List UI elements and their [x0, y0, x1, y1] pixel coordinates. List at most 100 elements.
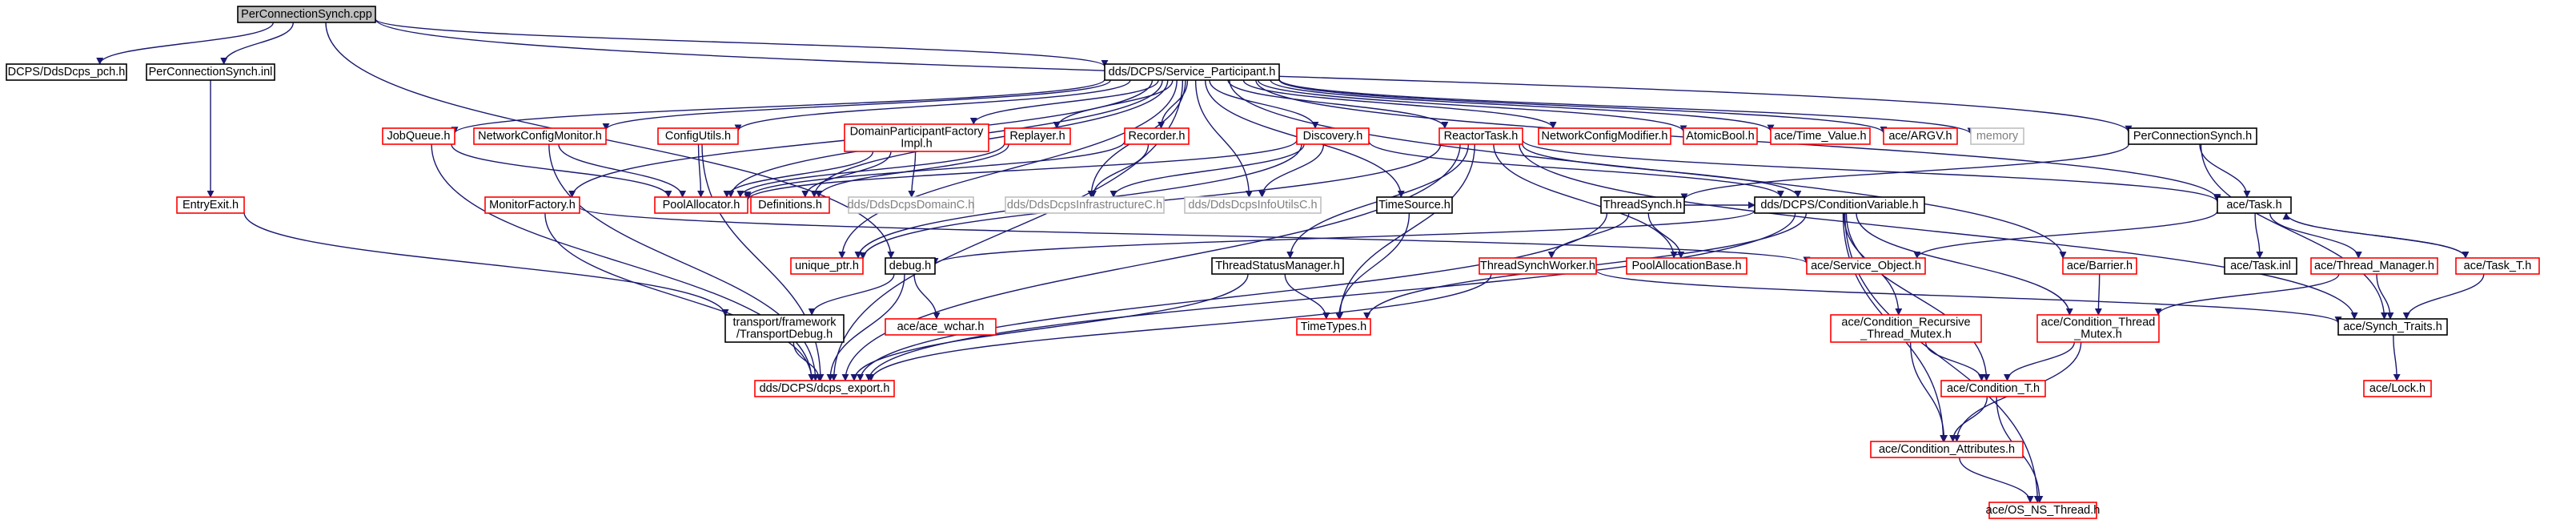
node-unique_ptr[interactable]: unique_ptr.h	[790, 257, 864, 275]
node-replayer[interactable]: Replayer.h	[1004, 127, 1071, 145]
edge-ace_task_t-to-ace_synch_traits	[2402, 273, 2485, 320]
node-monitorfactory[interactable]: MonitorFactory.h	[484, 196, 580, 214]
node-atomicbool[interactable]: AtomicBool.h	[1683, 127, 1758, 145]
node-ace_barrier[interactable]: ace/Barrier.h	[2062, 257, 2137, 275]
node-ace_synch_traits[interactable]: ace/Synch_Traits.h	[2337, 318, 2448, 336]
node-label-ace_condition_t: ace/Condition_T.h	[1947, 382, 2040, 395]
node-label-transportdebug-line-2: /TransportDebug.h	[736, 328, 833, 341]
node-box-ace_task_t	[2455, 257, 2540, 275]
edge-condvar-to-ace_condition_t	[1845, 212, 1991, 381]
node-ace_cond_thread_mutex[interactable]: ace/Condition_Thread_Mutex.h	[2036, 314, 2160, 343]
node-label-ace_os_ns_thread: ace/OS_NS_Thread.h	[1986, 504, 2101, 517]
node-label-ace_argv: ace/ARGV.h	[1888, 130, 1952, 143]
edge-ace_task-to-ace_service_object	[1913, 210, 2218, 259]
node-ace_task[interactable]: ace/Task.h	[2217, 196, 2292, 214]
node-dcps_pch[interactable]: DCPS/DdsDcps_pch.h	[6, 63, 127, 81]
node-netconfigmonitor[interactable]: NetworkConfigMonitor.h	[473, 127, 607, 145]
edge-entryexit-to-transportdebug	[243, 212, 729, 316]
node-timesource[interactable]: TimeSource.h	[1376, 196, 1453, 214]
node-poolallocationbase[interactable]: PoolAllocationBase.h	[1626, 257, 1747, 275]
edge-threadsynch-to-dcps_export	[857, 212, 1608, 381]
edge-service_participant-to-replayer	[1053, 79, 1174, 129]
edge-discovery-to-poolallocator	[744, 139, 1298, 201]
node-root[interactable]: PerConnectionSynch.cpp	[237, 6, 376, 23]
node-ace_cond_rec_mutex[interactable]: ace/Condition_Recursive_Thread_Mutex.h	[1830, 314, 1982, 343]
node-label-dcps_pch: DCPS/DdsDcps_pch.h	[8, 66, 126, 79]
node-box-ace_condition_t	[1940, 380, 2046, 397]
node-label-dpfimpl-line-1: DomainParticipantFactory	[850, 126, 985, 139]
node-label-pcs_inl: PerConnectionSynch.inl	[149, 66, 273, 79]
node-threadsynch[interactable]: ThreadSynch.h	[1600, 196, 1685, 214]
node-ace_lock[interactable]: ace/Lock.h	[2363, 380, 2432, 397]
node-box-poolallocator	[654, 196, 748, 214]
node-service_participant[interactable]: dds/DCPS/Service_Participant.h	[1104, 63, 1280, 81]
edge-threadstatusmanager-to-timetypes	[1284, 273, 1330, 320]
node-label-infoutilsc: dds/DdsDcpsInfoUtilsC.h	[1188, 199, 1317, 212]
node-transportdebug[interactable]: transport/framework/TransportDebug.h	[724, 314, 845, 343]
node-box-dpfimpl	[844, 123, 989, 152]
node-ace_task_inl[interactable]: ace/Task.inl	[2224, 257, 2297, 275]
node-label-poolallocator: PoolAllocator.h	[663, 199, 740, 212]
node-netconfigmodifier[interactable]: NetworkConfigModifier.h	[1538, 127, 1671, 145]
node-discovery[interactable]: Discovery.h	[1296, 127, 1370, 145]
node-box-domainc	[848, 196, 974, 214]
node-box-reactortask	[1438, 127, 1523, 145]
node-box-condvar	[1754, 196, 1925, 214]
node-label-pcs_h: PerConnectionSynch.h	[2133, 130, 2252, 143]
node-ace_condition_t[interactable]: ace/Condition_T.h	[1940, 380, 2046, 397]
node-box-ace_lock	[2363, 380, 2432, 397]
node-label-memory: memory	[1976, 130, 2019, 143]
edge-root-to-dcps_pch	[96, 22, 274, 65]
edge-service_participant-to-memory	[1278, 79, 1975, 135]
node-configutils[interactable]: ConfigUtils.h	[657, 127, 739, 145]
edge-dpfimpl-to-poolallocator	[723, 151, 874, 198]
node-recorder[interactable]: Recorder.h	[1124, 127, 1190, 145]
node-dcps_export[interactable]: dds/DCPS/dcps_export.h	[754, 380, 895, 397]
node-timetypes[interactable]: TimeTypes.h	[1296, 318, 1371, 336]
node-definitions[interactable]: Definitions.h	[750, 196, 830, 214]
node-ace_task_t[interactable]: ace/Task_T.h	[2455, 257, 2540, 275]
node-label-ace_cond_attrs: ace/Condition_Attributes.h	[1879, 443, 2015, 456]
node-box-discovery	[1296, 127, 1370, 145]
node-label-timetypes: TimeTypes.h	[1301, 320, 1366, 333]
edge-condvar-to-dcps_export	[865, 212, 1796, 381]
edge-service_participant-to-recorder	[1158, 79, 1189, 129]
edge-ace_synch_traits-to-ace_lock	[2393, 334, 2401, 381]
node-ace_thread_manager[interactable]: ace/Thread_Manager.h	[2310, 257, 2438, 275]
node-ace_argv[interactable]: ace/ARGV.h	[1883, 127, 1958, 145]
node-entryexit[interactable]: EntryExit.h	[176, 196, 245, 214]
node-condvar[interactable]: dds/DCPS/ConditionVariable.h	[1754, 196, 1925, 214]
node-ace_os_ns_thread[interactable]: ace/OS_NS_Thread.h	[1986, 502, 2101, 519]
node-ace_cond_attrs[interactable]: ace/Condition_Attributes.h	[1870, 441, 2024, 458]
node-jobqueue[interactable]: JobQueue.h	[382, 127, 455, 145]
node-threadsynchworker[interactable]: ThreadSynchWorker.h	[1479, 257, 1597, 275]
edge-ace_thread_manager-to-ace_synch_traits	[2376, 273, 2394, 320]
node-label-monitorfactory: MonitorFactory.h	[489, 199, 576, 212]
node-box-dcps_pch	[6, 63, 127, 81]
edge-service_participant-to-unique_ptr	[838, 79, 1178, 259]
node-ace_timevalue[interactable]: ace/Time_Value.h	[1770, 127, 1871, 145]
node-ace_ace_wchar[interactable]: ace/ace_wchar.h	[885, 318, 997, 336]
edge-netconfigmonitor-to-poolallocator	[558, 143, 687, 198]
edge-reactortask-to-ace_synch_traits	[1519, 143, 2358, 320]
node-box-service_participant	[1104, 63, 1280, 81]
node-debug[interactable]: debug.h	[885, 257, 936, 275]
node-label-replayer: Replayer.h	[1009, 130, 1065, 143]
node-label-reactortask: ReactorTask.h	[1444, 130, 1519, 143]
node-label-ace_thread_manager: ace/Thread_Manager.h	[2314, 260, 2434, 272]
edge-service_participant-to-jobqueue	[451, 79, 1105, 135]
node-reactortask[interactable]: ReactorTask.h	[1438, 127, 1523, 145]
node-threadstatusmanager[interactable]: ThreadStatusManager.h	[1211, 257, 1344, 275]
node-pcs_h[interactable]: PerConnectionSynch.h	[2128, 127, 2257, 145]
node-ace_service_object[interactable]: ace/Service_Object.h	[1806, 257, 1926, 275]
node-label-debug: debug.h	[889, 260, 931, 272]
edge-service_participant-to-netconfigmodifier	[1242, 79, 1557, 129]
node-poolallocator[interactable]: PoolAllocator.h	[654, 196, 748, 214]
node-label-transportdebug-line-1: transport/framework	[733, 316, 837, 329]
node-memory: memory	[1970, 127, 2024, 145]
node-pcs_inl[interactable]: PerConnectionSynch.inl	[146, 63, 275, 81]
edge-configutils-to-poolallocator	[696, 143, 704, 198]
node-box-infoutilsc	[1184, 196, 1322, 214]
